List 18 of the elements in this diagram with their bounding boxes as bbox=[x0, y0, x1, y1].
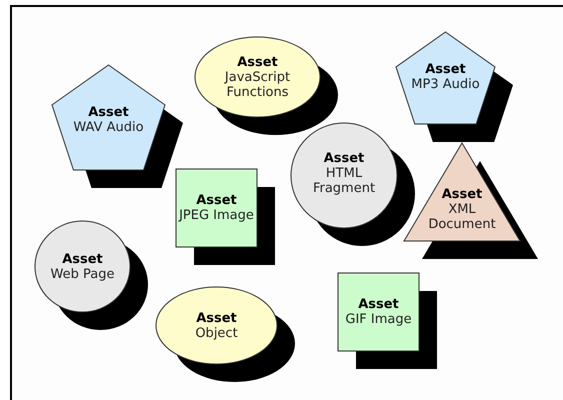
asset-type: HTML Fragment bbox=[312, 166, 376, 196]
asset-heading: Asset bbox=[358, 297, 399, 312]
asset-type: WAV Audio bbox=[73, 120, 144, 135]
asset-type: Object bbox=[195, 326, 238, 340]
asset-type: MP3 Audio bbox=[411, 77, 480, 92]
asset-heading: Asset bbox=[237, 54, 278, 70]
asset-heading: Asset bbox=[442, 186, 482, 202]
asset-heading: Asset bbox=[196, 193, 237, 208]
asset-type: XML Document bbox=[427, 202, 497, 232]
asset-type: JavaScript Functions bbox=[223, 70, 292, 100]
asset-heading: Asset bbox=[425, 62, 466, 77]
asset-heading: Asset bbox=[196, 310, 237, 326]
asset-heading: Asset bbox=[62, 252, 103, 266]
asset-heading: Asset bbox=[88, 105, 129, 120]
asset-type: Web Page bbox=[50, 266, 114, 282]
asset-heading: Asset bbox=[324, 150, 364, 166]
asset-type: GIF Image bbox=[345, 312, 412, 327]
asset-type: JPEG Image bbox=[179, 208, 254, 223]
